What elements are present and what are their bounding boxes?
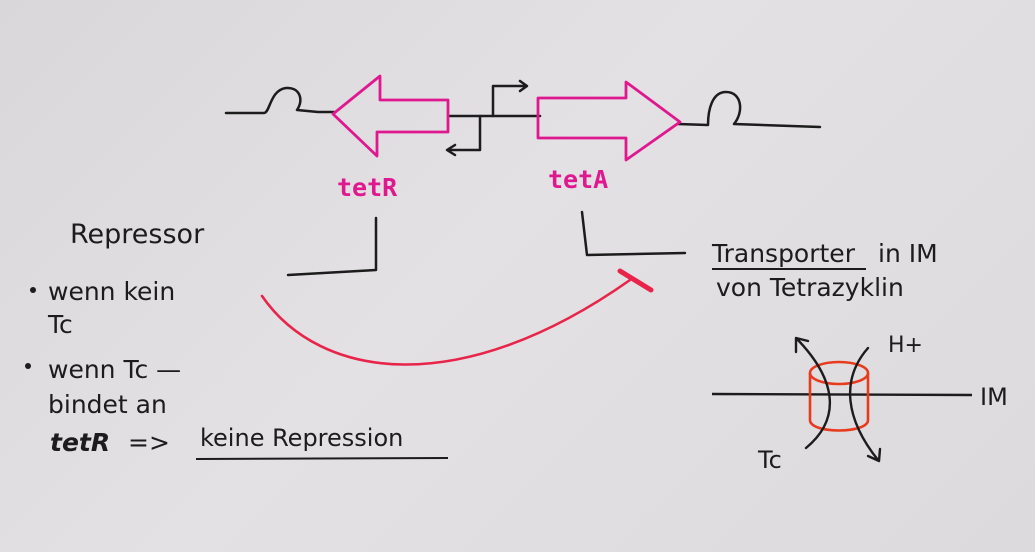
tetR-promoter-arrow bbox=[445, 114, 482, 157]
tc-export-arrow bbox=[794, 336, 831, 450]
tetA-gene-arrow bbox=[536, 80, 682, 162]
repressor-label: Repressor bbox=[70, 219, 205, 250]
tc-label: Tc bbox=[757, 446, 782, 474]
right-terminator bbox=[676, 90, 822, 129]
bullet1-line1: wenn kein bbox=[48, 277, 175, 306]
bullet1-line2: Tc bbox=[47, 310, 73, 339]
bullet2-line2: bindet an bbox=[48, 390, 167, 419]
membrane-line bbox=[711, 392, 973, 397]
tetR-product-line bbox=[286, 216, 378, 277]
no-repression-label: keine Repression bbox=[200, 424, 403, 452]
bullet-1 bbox=[30, 287, 36, 293]
membrane-label: IM bbox=[980, 383, 1008, 411]
bullet2-tetR: tetR bbox=[50, 428, 110, 457]
tetracycline-label: von Tetrazyklin bbox=[716, 273, 904, 302]
tetA-label: tetA bbox=[548, 165, 608, 194]
promoters bbox=[445, 79, 529, 157]
tetA-product-line bbox=[580, 210, 687, 257]
bullet-2 bbox=[25, 363, 31, 369]
bullet2-line1: wenn Tc — bbox=[48, 355, 181, 384]
repression-bar bbox=[617, 268, 654, 293]
no-repression-underline bbox=[195, 457, 449, 460]
implies-arrow: => bbox=[128, 428, 170, 457]
tetA-promoter-arrow bbox=[491, 79, 529, 118]
repression-curve bbox=[260, 278, 632, 366]
tetR-label: tetR bbox=[337, 173, 398, 202]
proton-import-arrow bbox=[848, 346, 882, 463]
transport-arrows bbox=[794, 336, 882, 463]
left-terminator bbox=[224, 86, 336, 115]
transporter-label: Transporter bbox=[711, 239, 856, 268]
product-brackets bbox=[286, 210, 687, 277]
transporter-channel bbox=[808, 360, 870, 432]
tetR-gene-arrow bbox=[331, 74, 450, 158]
in-im-label: in IM bbox=[878, 239, 938, 268]
membrane-transporter: H+ IM Tc bbox=[711, 333, 1008, 474]
h-plus-label: H+ bbox=[888, 333, 923, 358]
channel-body bbox=[808, 373, 870, 432]
dna-backbone bbox=[224, 86, 822, 129]
